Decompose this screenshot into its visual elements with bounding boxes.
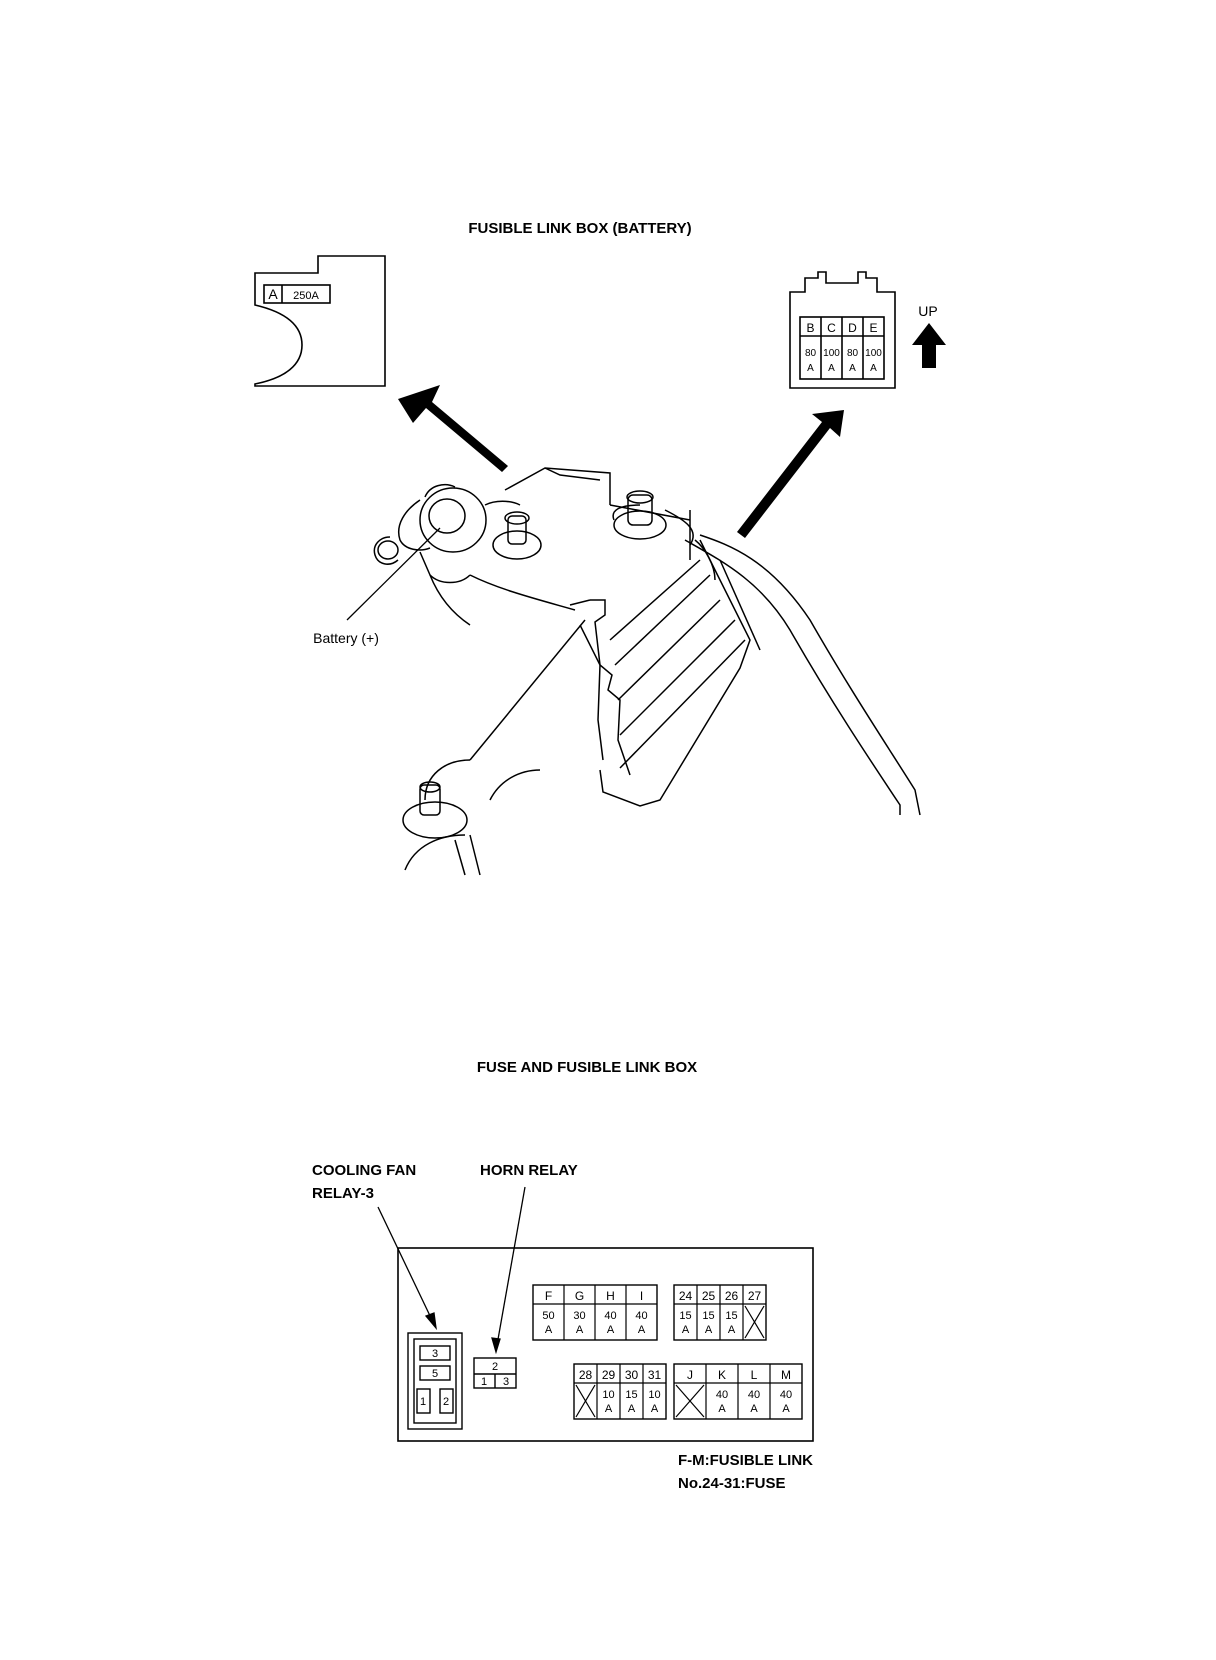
horn-relay <box>473 1357 517 1389</box>
note-fusible-link: F-M:FUSIBLE LINK <box>678 1452 813 1469</box>
cooling-fan-relay <box>407 1332 463 1430</box>
fuse-c-rating: 100 <box>823 348 840 359</box>
fuse-g4-l-unit: A <box>750 1403 758 1415</box>
fuse-g4-k-unit: A <box>718 1403 726 1415</box>
fuse-g3-30-unit: A <box>628 1403 636 1415</box>
fuse-b-unit: A <box>807 363 814 374</box>
fuse-g1-g-label: G <box>575 1289 584 1303</box>
fuse-g1-h-rating: 40 <box>604 1310 616 1322</box>
fuse-g4-m-rating: 40 <box>780 1389 792 1401</box>
fuse-g4-l-label: L <box>751 1368 758 1382</box>
fuse-g2-24-unit: A <box>682 1324 690 1336</box>
fuse-d-rating: 80 <box>847 348 859 359</box>
fuse-g1-i-label: I <box>640 1289 643 1303</box>
relay-leader-lines <box>377 1186 526 1355</box>
fuse-g1-g-unit: A <box>576 1324 584 1336</box>
fuse-g2-26-unit: A <box>728 1324 736 1336</box>
cooling-fan-label-2: RELAY-3 <box>312 1185 374 1202</box>
fuse-g4-m-label: M <box>781 1368 791 1382</box>
pointer-arrow-right-icon <box>737 410 844 538</box>
fuse-g3-31-unit: A <box>651 1403 659 1415</box>
fuse-g3-31-label: 31 <box>648 1368 662 1382</box>
fuse-g1-h-unit: A <box>607 1324 615 1336</box>
horn-terminal-2: 2 <box>492 1361 498 1373</box>
fuse-g4-k-label: K <box>718 1368 726 1382</box>
fuse-g1-i-unit: A <box>638 1324 646 1336</box>
fuse-a-rating: 250A <box>293 290 319 302</box>
fuse-e-rating: 100 <box>865 348 882 359</box>
fusible-link-box-b-e <box>789 271 896 389</box>
fuse-g3-31-rating: 10 <box>648 1389 660 1401</box>
fuse-g1-g-rating: 30 <box>573 1310 585 1322</box>
cfr-terminal-5: 5 <box>432 1368 438 1380</box>
fuse-g4-l-rating: 40 <box>748 1389 760 1401</box>
fuse-g3-29-rating: 10 <box>602 1389 614 1401</box>
cooling-fan-label-1: COOLING FAN <box>312 1162 416 1179</box>
up-arrow-icon <box>912 323 946 368</box>
fuse-g4-m-unit: A <box>782 1403 790 1415</box>
fuse-g1-f-rating: 50 <box>542 1310 554 1322</box>
fuse-d-letter: D <box>848 321 857 335</box>
fuse-g3-28-empty-mark <box>575 1384 596 1418</box>
horn-terminal-1: 1 <box>481 1376 487 1388</box>
fuse-g3-30-rating: 15 <box>625 1389 637 1401</box>
battery-leader-line <box>346 527 441 621</box>
fuse-g1-f-label: F <box>545 1289 552 1303</box>
battery-label: Battery (+) <box>313 630 379 646</box>
cfr-terminal-3: 3 <box>432 1348 438 1360</box>
horn-relay-label: HORN RELAY <box>480 1162 578 1179</box>
top-title: FUSIBLE LINK BOX (BATTERY) <box>468 220 691 237</box>
fuse-g1-f-unit: A <box>545 1324 553 1336</box>
horn-terminal-3: 3 <box>503 1376 509 1388</box>
fuse-g3-28-label: 28 <box>579 1368 593 1382</box>
battery-illustration <box>373 467 921 876</box>
fuse-g4-j-label: J <box>687 1368 693 1382</box>
fuse-g2-24-rating: 15 <box>679 1310 691 1322</box>
fuse-g2-26-rating: 15 <box>725 1310 737 1322</box>
fuse-c-letter: C <box>827 321 836 335</box>
fuse-g2-26-label: 26 <box>725 1289 739 1303</box>
fuse-e-letter: E <box>869 321 877 335</box>
fuse-g2-25-unit: A <box>705 1324 713 1336</box>
up-label: UP <box>918 303 937 319</box>
fuse-b-rating: 80 <box>805 348 817 359</box>
fuse-box-outline <box>397 1247 814 1442</box>
fuse-d-unit: A <box>849 363 856 374</box>
fuse-g2-25-rating: 15 <box>702 1310 714 1322</box>
cfr-terminal-1: 1 <box>420 1396 426 1408</box>
fuse-g2-27-empty-mark <box>744 1305 765 1339</box>
fuse-g2-25-label: 25 <box>702 1289 716 1303</box>
pointer-arrow-left-icon <box>398 385 508 472</box>
fuse-g4-k-rating: 40 <box>716 1389 728 1401</box>
fuse-g4-j-empty-mark <box>675 1384 705 1418</box>
fuse-g3-29-unit: A <box>605 1403 613 1415</box>
fuse-e-unit: A <box>870 363 877 374</box>
fuse-g1-i-rating: 40 <box>635 1310 647 1322</box>
fusible-link-box-a <box>254 255 386 387</box>
bottom-title: FUSE AND FUSIBLE LINK BOX <box>477 1059 697 1076</box>
fuse-g1-h-label: H <box>606 1289 615 1303</box>
fuse-g2-24-label: 24 <box>679 1289 693 1303</box>
cfr-terminal-2: 2 <box>443 1396 449 1408</box>
fuse-g3-30-label: 30 <box>625 1368 639 1382</box>
note-fuse: No.24-31:FUSE <box>678 1475 786 1492</box>
fuse-g2-27-label: 27 <box>748 1289 762 1303</box>
fuse-b-letter: B <box>806 321 814 335</box>
fuse-c-unit: A <box>828 363 835 374</box>
fuse-g3-29-label: 29 <box>602 1368 616 1382</box>
fuse-a-letter: A <box>268 286 278 302</box>
